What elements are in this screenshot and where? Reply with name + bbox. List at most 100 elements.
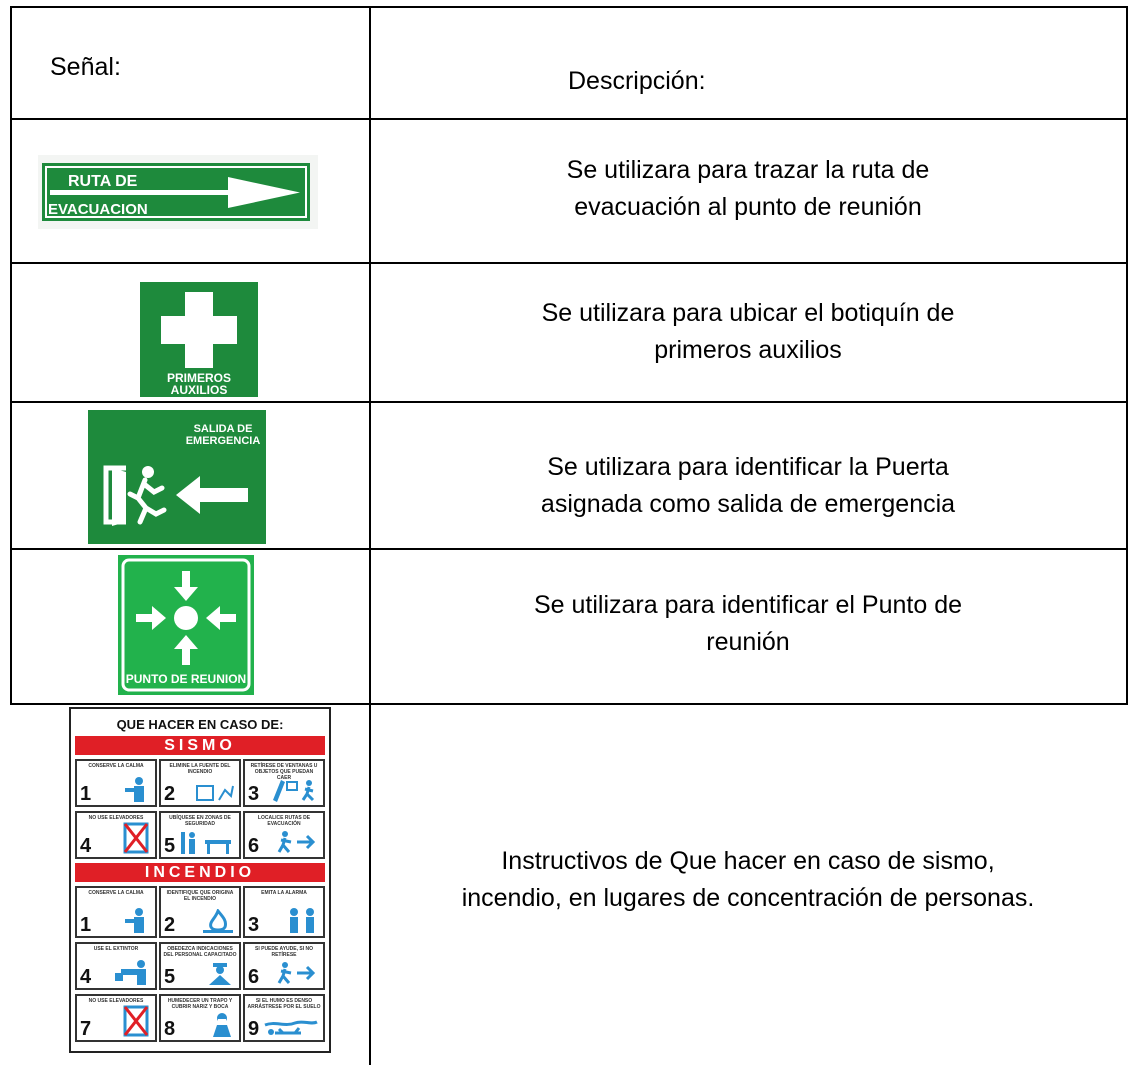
row3-line2: asignada como salida de emergencia [540,490,956,518]
step-number: 1 [80,914,92,936]
header-description: Descripción: [568,67,706,95]
poster-step: CONSERVE LA CALMA 1 [75,759,157,807]
step-caption: NO USE ELEVADORES [88,815,144,821]
row5-line2: incendio, en lugares de concentración de… [461,884,1035,912]
row-divider [10,118,1128,120]
step-caption: NO USE ELEVADORES [88,998,144,1004]
table-border-top [10,6,1128,8]
poster-step: OBEDEZCA INDICACIONES DEL PERSONAL CAPAC… [159,942,241,990]
row3-line1: Se utilizara para identificar la Puerta [547,453,949,481]
no-elevator-icon [123,822,149,854]
step-caption: CONSERVE LA CALMA [88,890,144,896]
step-number: 3 [248,914,260,936]
poster-step: USE EL EXTINTOR 4 [75,942,157,990]
meeting-point-sign: PUNTO DE REUNION [118,555,254,695]
row1-line2: evacuación al punto de reunión [574,193,922,221]
extinguisher-icon [115,960,146,985]
poster-title: QUE HACER EN CASO DE: [116,717,284,732]
step-caption: SI PUEDE AYUDE, SI NO RETÍRESE [255,946,313,958]
sign-text: AUXILIOS [171,383,228,397]
row4-line1: Se utilizara para identificar el Punto d… [533,591,963,619]
poster-step: EMITA LA ALARMA 3 [243,886,325,938]
table-border-left-lower [10,262,12,703]
poster-band-incendio: INCENDIO [75,863,325,882]
step-caption: UBÍQUESE EN ZONAS DE SEGURIDAD [169,815,231,827]
table-border-left [10,120,12,263]
step-caption: SI EL HUMO ES DENSO ARRÁSTRESE POR EL SU… [247,998,321,1010]
step-number: 3 [248,783,260,805]
crawling-person-icon [264,1020,318,1035]
row2-line2: primeros auxilios [654,336,842,364]
step-number: 4 [80,835,92,857]
person-icon [125,908,144,933]
emergency-instructions-poster: QUE HACER EN CASO DE: SISMO CONSERVE LA … [69,707,331,1053]
row4-description: Se utilizara para identificar el Punto d… [370,587,1126,661]
sign-text: PUNTO DE REUNION [126,672,246,686]
cover-mouth-icon [213,1013,231,1037]
row2-description: Se utilizara para ubicar el botiquín de … [370,295,1126,369]
header-signal: Señal: [50,53,121,81]
poster-step: LOCALICE RUTAS DE EVACUACIÓN 6 [243,811,325,859]
step-number: 6 [248,835,260,857]
safe-zone-icon [181,832,231,854]
step-caption: LOCALICE RUTAS DE EVACUACIÓN [257,815,311,827]
step-number: 7 [80,1018,92,1040]
sign-text: SALIDA DE [194,423,253,435]
step-caption: OBEDEZCA INDICACIONES DEL PERSONAL CAPAC… [163,946,237,958]
step-caption: RETÍRESE DE VENTANAS U OBJETOS QUE PUEDA… [250,763,318,781]
two-people-icon [290,908,314,933]
step-number: 9 [248,1018,260,1040]
flame-icon [203,909,233,933]
poster-band-sismo: SISMO [75,736,325,755]
step-number: 5 [164,966,176,988]
staff-person-icon [209,963,231,985]
first-aid-sign: PRIMEROS AUXILIOS [140,282,258,397]
step-caption: USE EL EXTINTOR [93,946,139,952]
sign-text: EMERGENCIA [186,435,261,447]
poster-step: RETÍRESE DE VENTANAS U OBJETOS QUE PUEDA… [243,759,325,807]
row5-description: Instructivos de Que hacer en caso de sis… [370,843,1126,917]
column-divider [369,6,371,1065]
step-caption: ELIMINE LA FUENTE DEL INCENDIO [169,763,231,775]
step-number: 1 [80,783,92,805]
table-border-right [1126,6,1128,703]
poster-step: CONSERVE LA CALMA 1 [75,886,157,938]
row-divider [10,703,1128,705]
person-icon [125,777,144,802]
step-number: 5 [164,835,176,857]
evacuation-person-icon [277,831,316,853]
poster-step: NO USE ELEVADORES 4 [75,811,157,859]
row1-line1: Se utilizara para trazar la ruta de [566,156,930,184]
step-number: 4 [80,966,92,988]
step-caption: EMITA LA ALARMA [261,890,307,896]
step-caption: CONSERVE LA CALMA [88,763,144,769]
sign-text: RUTA DE [68,173,138,190]
step-number: 6 [248,966,260,988]
poster-step: NO USE ELEVADORES 7 [75,994,157,1042]
sign-text: EVACUACION [48,201,148,218]
evacuation-person-icon [277,962,316,984]
row5-line1: Instructivos de Que hacer en caso de sis… [501,847,995,875]
row-divider [10,401,1128,403]
row2-line1: Se utilizara para ubicar el botiquín de [541,299,955,327]
row1-description: Se utilizara para trazar la ruta de evac… [370,152,1126,226]
step-caption: HUMEDECER UN TRAPO Y CUBRIR NARIZ Y BOCA [167,998,233,1010]
evacuation-route-sign: RUTA DE EVACUACION [38,155,318,229]
poster-step: SI EL HUMO ES DENSO ARRÁSTRESE POR EL SU… [243,994,325,1042]
row-divider [10,262,1128,264]
poster-step: UBÍQUESE EN ZONAS DE SEGURIDAD 5 [159,811,241,859]
window-person-icon [273,780,315,802]
row4-line2: reunión [706,628,790,656]
step-caption: IDENTIFIQUE QUE ORIGINA EL INCENDIO [166,890,234,902]
stove-icon [196,785,234,801]
step-number: 2 [164,914,176,936]
poster-step: ELIMINE LA FUENTE DEL INCENDIO 2 [159,759,241,807]
row-divider [10,548,1128,550]
step-number: 2 [164,783,176,805]
poster-step: SI PUEDE AYUDE, SI NO RETÍRESE 6 [243,942,325,990]
poster-step: IDENTIFIQUE QUE ORIGINA EL INCENDIO 2 [159,886,241,938]
table-border-left [10,6,12,118]
poster-step: HUMEDECER UN TRAPO Y CUBRIR NARIZ Y BOCA… [159,994,241,1042]
row3-description: Se utilizara para identificar la Puerta … [370,449,1126,523]
no-elevator-icon [123,1005,149,1037]
